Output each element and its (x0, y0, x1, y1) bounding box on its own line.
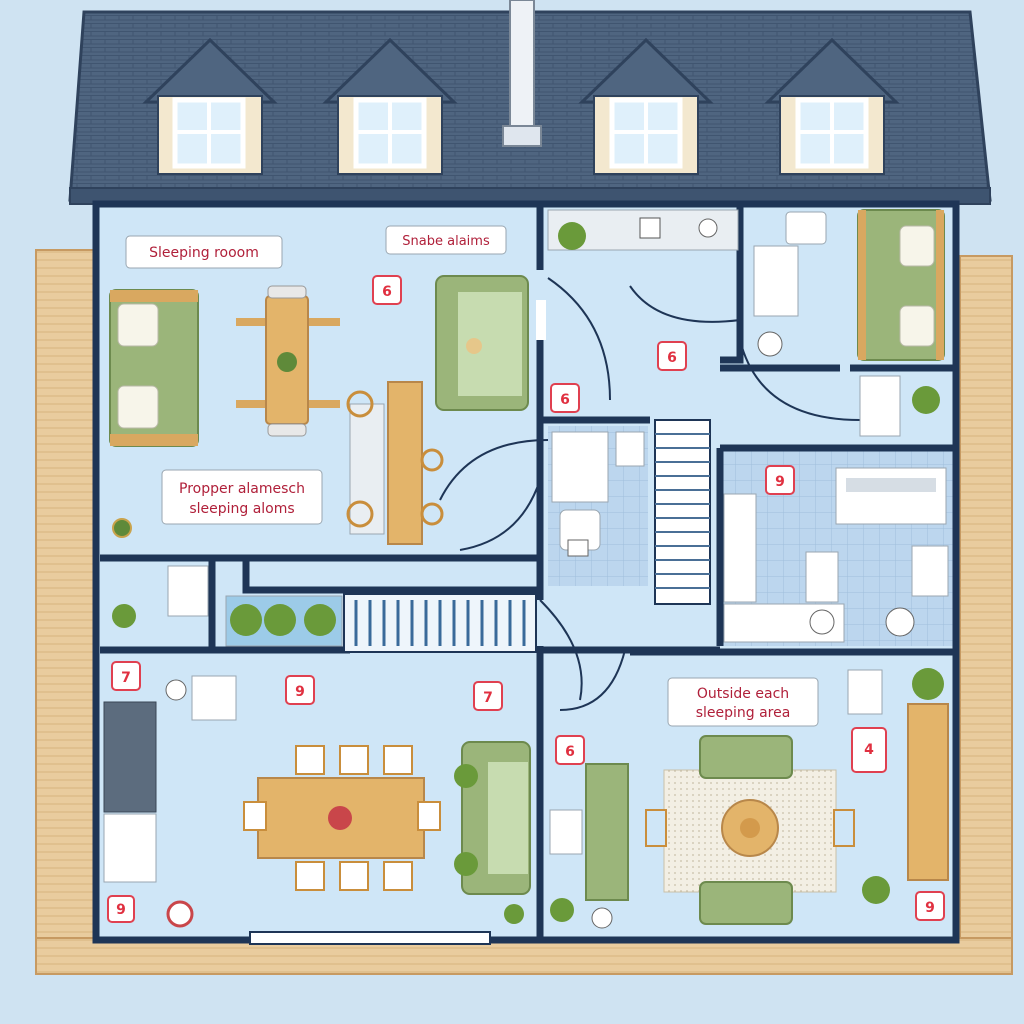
badge: 6 (550, 383, 580, 413)
badge: 4 (851, 727, 887, 773)
badge: 9 (915, 891, 945, 921)
badge-number: 9 (295, 684, 305, 700)
sofa-right (435, 275, 529, 411)
cabinet (103, 701, 157, 813)
badge: 7 (111, 661, 141, 691)
long-table (346, 381, 444, 545)
badge: 6 (555, 735, 585, 765)
plant-icon (112, 604, 136, 628)
label-proper-alarms: Propper alamesch sleeping aloms (161, 469, 323, 525)
plant-icon (112, 518, 132, 538)
badge-number: 6 (382, 284, 392, 300)
walls (92, 200, 960, 944)
upper-right-rooms (547, 209, 945, 437)
badge: 6 (657, 341, 687, 371)
wall-windows (249, 300, 546, 945)
staircase (654, 419, 711, 605)
badge-number: 6 (560, 392, 570, 408)
badge-number: 7 (121, 670, 131, 686)
sofa-left (109, 289, 199, 447)
badge: 9 (107, 895, 135, 923)
badge: 6 (372, 275, 402, 305)
roof (68, 0, 992, 205)
dormer-1 (142, 37, 278, 175)
sleeping-room-furniture (109, 275, 529, 545)
badge: 9 (285, 675, 315, 705)
plant-icon (912, 386, 940, 414)
badge-number: 6 (667, 350, 677, 366)
side-table (191, 675, 237, 721)
badge-number: 9 (775, 474, 785, 490)
outside-line1-text: Outside each (697, 686, 789, 702)
badge-number: 7 (483, 690, 493, 706)
sink (785, 211, 827, 245)
fridge (723, 493, 757, 603)
dormer-3 (578, 37, 714, 175)
living-room (549, 668, 949, 929)
label-sleeping-room: Sleeping rooom (125, 235, 283, 269)
dormer-4 (764, 37, 900, 175)
deck (35, 249, 1013, 975)
badge-number: 9 (925, 900, 935, 916)
badge-number: 6 (565, 744, 575, 760)
badge: 7 (473, 681, 503, 711)
shower (753, 245, 799, 317)
dining-table-top (236, 285, 340, 437)
outside-line2-text: sleeping area (696, 705, 791, 721)
label-outside-each: Outside each sleeping area (667, 677, 819, 727)
kitchen (723, 467, 949, 643)
dormer-windows (142, 37, 900, 175)
bathroom-middle (551, 431, 645, 557)
plant-icon (558, 222, 586, 250)
label-smoke-alarms: Snabe alaims (385, 225, 507, 255)
bookshelf (907, 703, 949, 881)
dormer-2 (322, 37, 458, 175)
dining-room (103, 675, 531, 928)
proper-line1-text: Propper alamesch (179, 481, 305, 497)
badge-number: 9 (116, 902, 126, 918)
smoke-alarms-text: Snabe alaims (402, 234, 490, 249)
sleeping-room-text: Sleeping rooom (149, 245, 259, 261)
door-swings (439, 277, 861, 711)
couch (585, 763, 629, 901)
hallway-left (112, 565, 343, 647)
washer (859, 375, 901, 437)
bed-top-right (857, 209, 945, 361)
toilet (757, 331, 783, 357)
badge: 9 (765, 465, 795, 495)
chimney (509, 0, 535, 131)
badges: 6 6 6 9 7 9 7 6 4 9 9 (107, 275, 945, 923)
stove (835, 467, 947, 525)
proper-line2-text: sleeping aloms (189, 501, 294, 517)
badge-number: 4 (864, 742, 874, 758)
